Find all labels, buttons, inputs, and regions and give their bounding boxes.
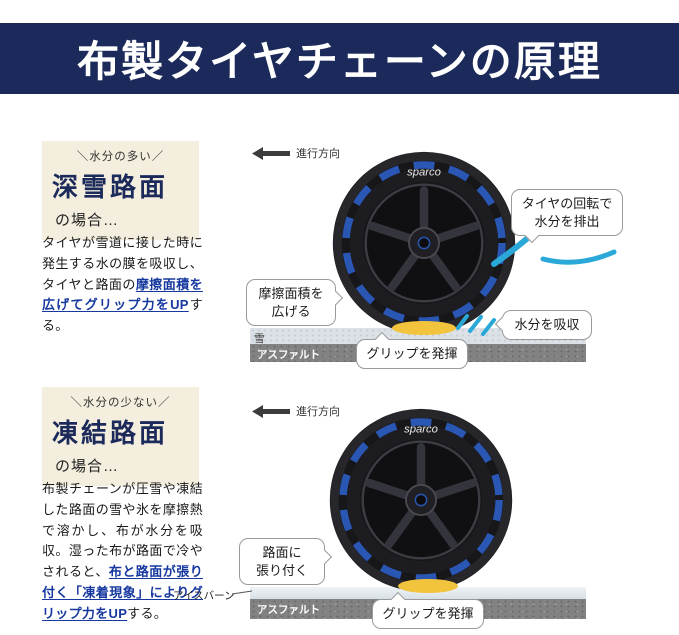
- page-title-banner: 布製タイヤチェーンの原理: [0, 23, 679, 94]
- tire-brand-text: sparco: [407, 166, 441, 178]
- frozen-road-heading: 凍結路面: [52, 418, 169, 448]
- ice-layer: [250, 587, 586, 599]
- tire-with-fabric-cover-snow: sparco: [330, 149, 518, 337]
- callout-water-expelled: タイヤの回転で水分を排出: [511, 189, 623, 237]
- frozen-road-tagline: ＼水分の少ない／: [70, 397, 171, 409]
- deep-snow-text-pre: タイヤが雪道に接した時に発生する水の膜を吸収し、タイヤと路面の: [42, 235, 203, 292]
- contact-patch-yellow-1: [392, 321, 456, 335]
- deep-snow-label-box: ＼水分の多い／ 深雪路面 の場合…: [42, 141, 199, 240]
- frozen-road-text-highlight: 布と路面が張り付く「凍着現象」によりグリップ力をUP: [42, 564, 203, 621]
- callout-stick-to-road: 路面に 張り付く: [239, 538, 325, 586]
- left-arrow-icon: [252, 404, 290, 418]
- asphalt-label-1: アスファルト: [257, 349, 320, 361]
- tire-with-fabric-cover-ice: sparco: [327, 406, 515, 594]
- snow-label: 雪: [254, 333, 265, 345]
- travel-direction-2: 進行方向: [252, 403, 340, 419]
- travel-direction-label: 進行方向: [296, 148, 340, 160]
- callout-water-absorb: 水分を吸収: [502, 310, 592, 340]
- contact-patch-yellow-2: [398, 579, 458, 593]
- left-arrow-icon: [252, 146, 290, 160]
- deep-snow-text-post: する。: [42, 297, 203, 334]
- asphalt-label-2: アスファルト: [257, 604, 320, 616]
- callout-grip-2: グリップを発揮: [372, 599, 484, 629]
- deep-snow-text-highlight: 摩擦面積を広げてグリップ力をUP: [42, 276, 203, 313]
- travel-direction-1: 進行方向: [252, 145, 340, 161]
- frozen-road-subheading: の場合…: [55, 458, 120, 475]
- tire-brand-text: sparco: [404, 423, 438, 435]
- frozen-road-description: 布製チェーンが圧雪や凍結した路面の雪や氷を摩擦熱で溶かし、布が水分を吸収。湿った…: [42, 479, 203, 625]
- callout-friction-area: 摩擦面積を広げる: [246, 279, 336, 327]
- ice-label: アイスバーン: [173, 590, 235, 602]
- frozen-road-label-box: ＼水分の少ない／ 凍結路面 の場合…: [42, 387, 199, 486]
- deep-snow-description: タイヤが雪道に接した時に発生する水の膜を吸収し、タイヤと路面の摩擦面積を広げてグ…: [42, 233, 203, 337]
- travel-direction-label: 進行方向: [296, 406, 340, 418]
- deep-snow-heading: 深雪路面: [52, 172, 169, 202]
- deep-snow-subheading: の場合…: [55, 212, 120, 229]
- frozen-road-text-post: する。: [127, 605, 168, 621]
- deep-snow-tagline: ＼水分の多い／: [76, 151, 165, 163]
- callout-grip-1: グリップを発揮: [356, 339, 468, 369]
- page-title: 布製タイヤチェーンの原理: [77, 38, 602, 85]
- frozen-road-text-pre: 布製チェーンが圧雪や凍結した路面の雪や氷を摩擦熱で溶かし、布が水分を吸収。湿った…: [42, 481, 203, 580]
- callout-stick-line1: 路面に: [262, 545, 302, 560]
- callout-stick-line2: 張り付く: [255, 562, 308, 578]
